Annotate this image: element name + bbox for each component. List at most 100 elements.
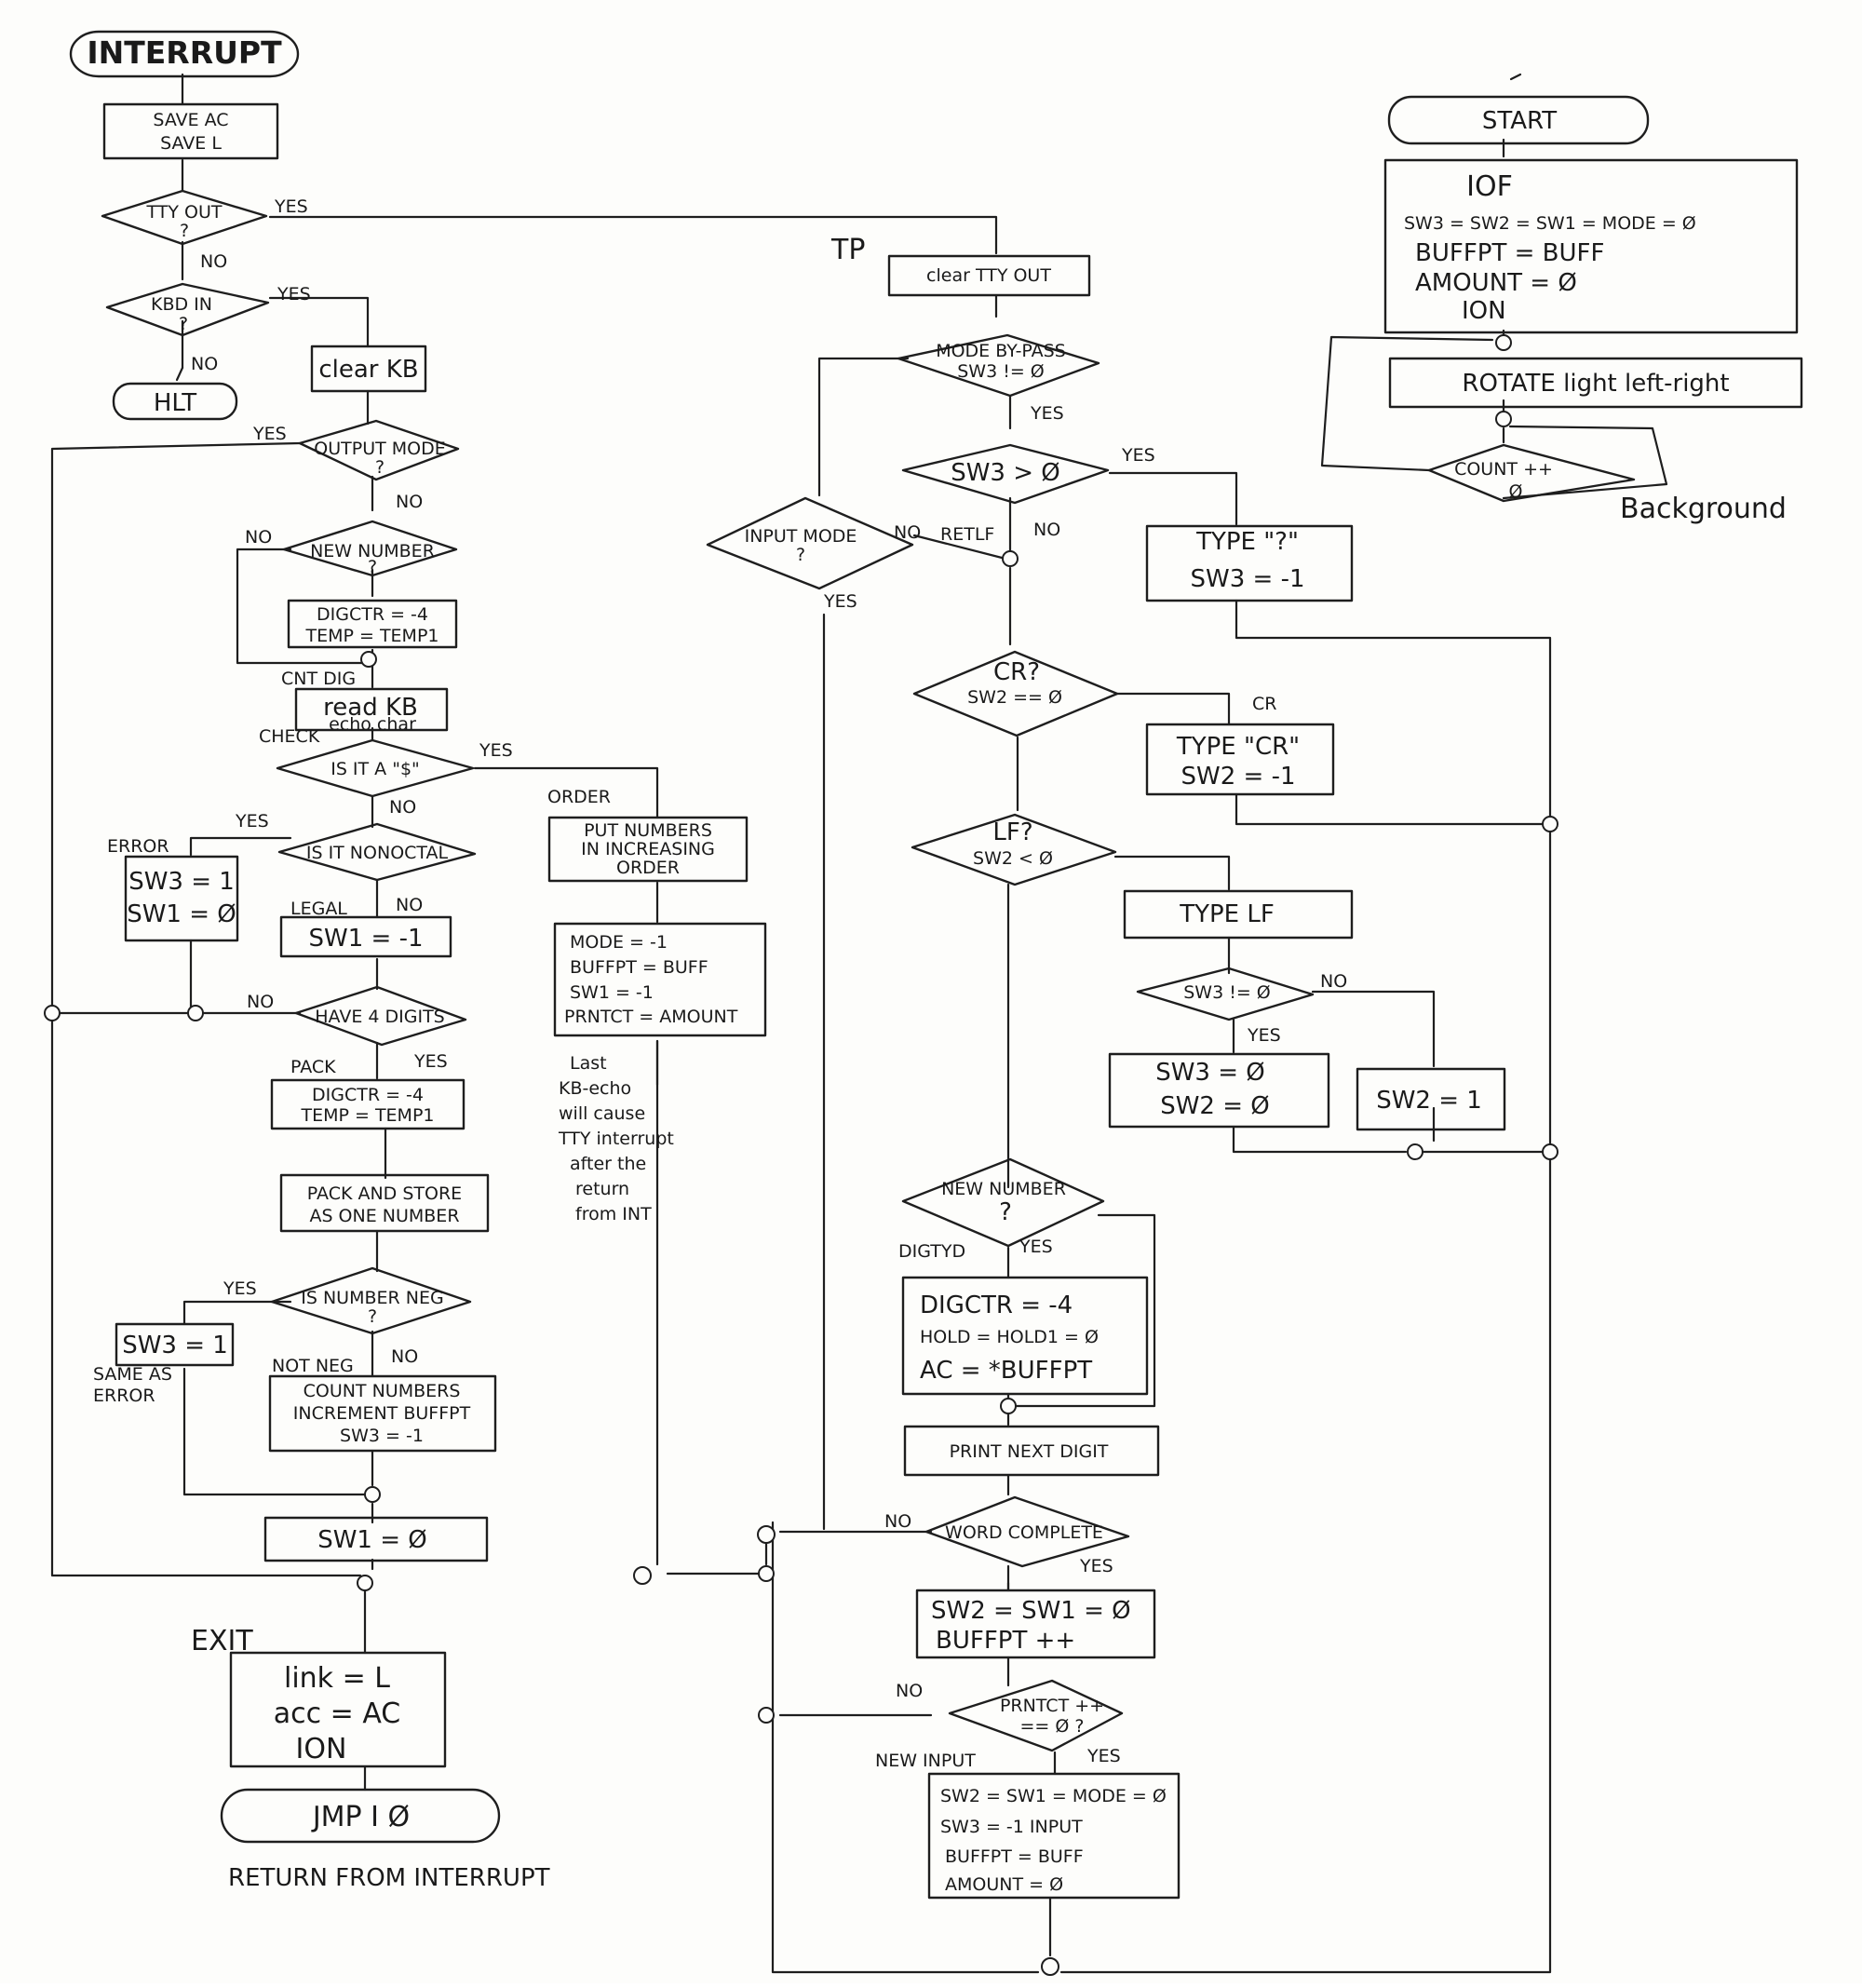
sw2-sw1-text: SW2 = SW1 = Ø [931,1597,1131,1625]
yes-label: YES [479,740,513,761]
check-label: CHECK [259,726,320,747]
retlf-label: RETLF [940,524,994,545]
no-label: NO [1033,520,1060,540]
kbd-in-decision: KBD IN ? [105,282,270,337]
tp-label: TP [830,234,865,266]
reset-line: SW3 = -1 INPUT [940,1817,1083,1837]
buffpt-buff-text: BUFFPT = BUFF [570,957,708,978]
read-kb-box: read KB echo char [294,687,449,735]
digctr3-text: DIGCTR = -4 [920,1292,1073,1319]
junction-node [757,1525,776,1544]
no-label: NO [200,251,227,272]
note-line: after the [570,1154,646,1174]
output-mode-decision: OUTPUT MODE ? [298,419,460,481]
prntct-decision: PRNTCT ++ == Ø ? [948,1679,1124,1752]
sw-reset-box: SW3 = Ø SW2 = Ø [1108,1052,1330,1129]
new-number-decision: NEW NUMBER ? [282,520,458,577]
is-dollar-text: IS IT A "$" [331,759,420,779]
type-cr-text: TYPE "CR" [1176,733,1300,761]
read-kb-text: read KB [323,694,418,722]
legal-label: LEGAL [290,899,347,919]
junction-node [1495,334,1512,351]
new-number-text: NEW NUMBER [310,541,435,561]
sw2-one-text: SW2 = 1 [1376,1087,1482,1115]
new-number2-q: ? [999,1198,1012,1226]
sw3-ne-decision: SW3 != Ø [1136,967,1315,1021]
digtyd-label: DIGTYD [898,1241,965,1262]
new-number-q: ? [368,557,377,577]
error-box: SW3 = 1 SW1 = Ø [124,855,239,942]
init-line: AMOUNT = Ø [1415,269,1577,297]
mode-neg-text: MODE = -1 [570,932,668,953]
mode-bypass-decision: MODE BY-PASS SW3 != Ø [897,333,1100,398]
digctr-box: DIGCTR = -4 TEMP = TEMP1 [287,599,458,649]
sw1-zero-box: SW1 = Ø [263,1516,489,1562]
pack-store-text: PACK AND STORE [307,1183,462,1204]
lf-decision: LF? SW2 < Ø [911,813,1117,886]
increment-buffpt-text: INCREMENT BUFFPT [293,1403,471,1424]
start-text: START [1482,107,1557,135]
init-line: BUFFPT = BUFF [1415,239,1604,267]
sw2-lt-text: SW2 < Ø [973,848,1053,869]
note-line: KB-echo [559,1078,631,1099]
sw1-text2: SW1 = -1 [570,982,654,1003]
sw1-neg-text: SW1 = -1 [309,925,424,953]
init-line: SW3 = SW2 = SW1 = MODE = Ø [1404,213,1696,234]
ac-text: AC = *BUFFPT [920,1357,1092,1385]
junction-node [1542,816,1558,832]
junction-node [1495,411,1512,427]
legal-box: SW1 = -1 [279,915,452,958]
prntct-eq-text: == Ø ? [1020,1716,1085,1737]
count-zero-text: Ø [1509,481,1523,502]
clear-kb-box: clear KB [310,345,427,393]
is-neg-q: ? [368,1306,377,1327]
neg-sw3-box: SW3 = 1 [115,1322,235,1367]
is-nonoctal-decision: IS IT NONOCTAL [277,822,477,882]
yes-label: YES [1086,1746,1121,1766]
buffpt-inc-text: BUFFPT ++ [936,1627,1075,1655]
exit-box: link = L acc = AC ION [229,1651,447,1768]
type-question-box: TYPE "?" SW3 = -1 [1145,524,1354,602]
count-numbers-box: COUNT NUMBERS INCREMENT BUFFPT SW3 = -1 [268,1374,497,1453]
junction-node [364,1486,381,1503]
digctr2-box: DIGCTR = -4 HOLD = HOLD1 = Ø AC = *BUFFP… [901,1276,1149,1396]
is-nonoctal-text: IS IT NONOCTAL [306,843,449,863]
mode-box: MODE = -1 BUFFPT = BUFF SW1 = -1 PRNTCT … [553,922,767,1037]
hold-text: HOLD = HOLD1 = Ø [920,1327,1099,1347]
note-line: TTY interrupt [558,1129,674,1149]
reset-input-box: SW2 = SW1 = MODE = Ø SW3 = -1 INPUT BUFF… [927,1772,1181,1900]
sw3-neg2-text: SW3 = -1 [1191,565,1305,593]
no-label: NO [396,492,423,512]
prntct-amount-text: PRNTCT = AMOUNT [564,1007,738,1027]
tty-out-text: TTY OUT [146,202,223,223]
jmp-terminal: JMP I Ø [220,1788,501,1844]
junction-node [187,1005,204,1021]
start-terminal: START [1387,95,1650,145]
no-label: NO [1320,971,1347,992]
sw2-one-box: SW2 = 1 [1356,1067,1506,1131]
sw3-ne-text: SW3 != Ø [957,361,1045,382]
rotate-box: ROTATE light left-right [1388,357,1803,409]
no-label: NO [894,522,921,543]
clear-kb-text: clear KB [318,356,418,384]
sw3-gt-text: SW3 > Ø [951,459,1060,487]
order-box: PUT NUMBERS IN INCREASING ORDER [547,816,749,883]
have4-text: HAVE 4 DIGITS [315,1007,444,1027]
yes-label: YES [252,424,287,444]
count-text: COUNT ++ [1454,459,1553,480]
background-label: Background [1620,493,1787,525]
yes-label: YES [1079,1556,1113,1576]
no-label: NO [191,354,218,374]
lf-text: LF? [992,818,1032,846]
cr-label: CR [1252,694,1276,714]
save-l-text: SAVE L [160,133,222,154]
type-cr-box: TYPE "CR" SW2 = -1 [1145,723,1335,796]
not-neg-label: NOT NEG [272,1356,354,1376]
hlt-terminal: HLT [112,382,238,421]
sw2-eq-text: SW2 == Ø [967,687,1062,708]
pack-box: DIGCTR = -4 TEMP = TEMP1 [270,1078,466,1130]
junction-node [44,1005,61,1021]
sw3-ne2-text: SW3 != Ø [1183,982,1271,1003]
junction-node [633,1566,652,1585]
error-label: ERROR [107,836,169,857]
